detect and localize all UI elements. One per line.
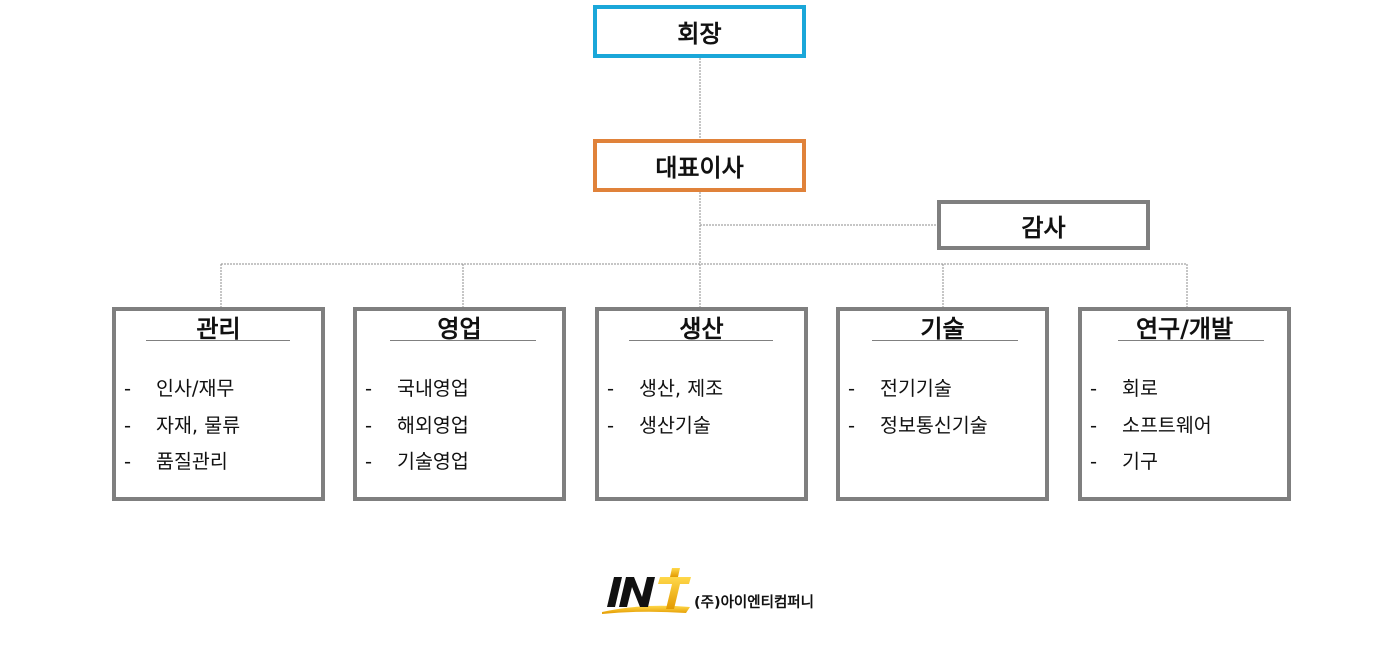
department-item: -정보통신기술 (848, 414, 1041, 451)
bullet-dash: - (1090, 450, 1098, 473)
bullet-dash: - (848, 413, 856, 437)
bullet-dash: - (848, 377, 856, 400)
bullet-dash: - (124, 413, 132, 437)
department-title: 기술 (920, 315, 965, 343)
department-title: 생산 (679, 315, 724, 343)
bullet-dash: - (365, 377, 373, 400)
bullet-dash: - (607, 377, 615, 400)
item-label: 국내영업 (397, 377, 469, 400)
department-item: -소프트웨어 (1090, 414, 1283, 451)
item-label: 전기기술 (880, 377, 952, 400)
title-underline (629, 340, 773, 341)
bullet-dash: - (1090, 413, 1098, 437)
bullet-dash: - (365, 413, 373, 437)
chairman-label: 회장 (677, 20, 722, 48)
department-item: -해외영업 (365, 414, 558, 451)
item-label: 소프트웨어 (1122, 413, 1212, 437)
department-title: 영업 (437, 315, 482, 343)
ceo-label: 대표이사 (655, 154, 744, 182)
item-label: 기술영업 (397, 450, 469, 473)
bullet-dash: - (1090, 377, 1098, 400)
title-underline (390, 340, 536, 341)
department-item-list: -전기기술 -정보통신기술 (848, 377, 1041, 450)
department-item: - 기술영업 (365, 450, 558, 487)
item-label: 인사/재무 (156, 377, 235, 400)
item-label: 자재, 물류 (156, 413, 241, 437)
department-item: - 국내영업 (365, 377, 558, 414)
company-name: (주)아이엔티컴퍼니 (694, 595, 814, 611)
department-item: - 기구 (1090, 450, 1283, 487)
department-item: -생산기술 (607, 414, 800, 451)
department-item-list: -생산, 제조 -생산기술 (607, 377, 800, 450)
department-item-list: -국내영업 -해외영업 -기술영업 (365, 377, 558, 487)
department-item: -자재, 물류 (124, 414, 317, 451)
item-label: 기구 (1122, 450, 1158, 473)
audit-node: 감사 (937, 200, 1150, 250)
item-label: 정보통신기술 (880, 413, 988, 437)
department-production: 생산 -생산, 제조 -생산기술 (595, 307, 808, 501)
bullet-dash: - (365, 450, 373, 473)
ceo-node: 대표이사 (593, 139, 806, 192)
chairman-node: 회장 (593, 5, 806, 58)
department-item: - 인사/재무 (124, 377, 317, 414)
department-item: - 품질관리 (124, 450, 317, 487)
title-underline (872, 340, 1018, 341)
department-item: - 전기기술 (848, 377, 1041, 414)
department-title: 관리 (196, 315, 241, 343)
department-rnd: 연구/개발 -회로 -소프트웨어 -기구 (1078, 307, 1291, 501)
department-title: 연구/개발 (1135, 315, 1234, 343)
item-label: 품질관리 (156, 450, 228, 473)
department-item-list: -인사/재무 -자재, 물류 -품질관리 (124, 377, 317, 487)
bullet-dash: - (607, 413, 615, 437)
department-management: 관리 -인사/재무 -자재, 물류 -품질관리 (112, 307, 325, 501)
logo-mark (602, 568, 691, 614)
item-label: 해외영업 (397, 413, 469, 437)
bullet-dash: - (124, 377, 132, 400)
department-item: - 생산, 제조 (607, 377, 800, 414)
audit-label: 감사 (1021, 213, 1066, 242)
department-sales: 영업 -국내영업 -해외영업 -기술영업 (353, 307, 566, 501)
department-item: - 회로 (1090, 377, 1283, 414)
title-underline (1118, 340, 1264, 341)
title-underline (146, 340, 290, 341)
item-label: 생산기술 (639, 413, 711, 437)
department-engineering: 기술 -전기기술 -정보통신기술 (836, 307, 1049, 501)
company-logo (602, 568, 691, 614)
item-label: 생산, 제조 (639, 377, 724, 400)
department-item-list: -회로 -소프트웨어 -기구 (1090, 377, 1283, 487)
item-label: 회로 (1122, 377, 1158, 400)
bullet-dash: - (124, 450, 132, 473)
